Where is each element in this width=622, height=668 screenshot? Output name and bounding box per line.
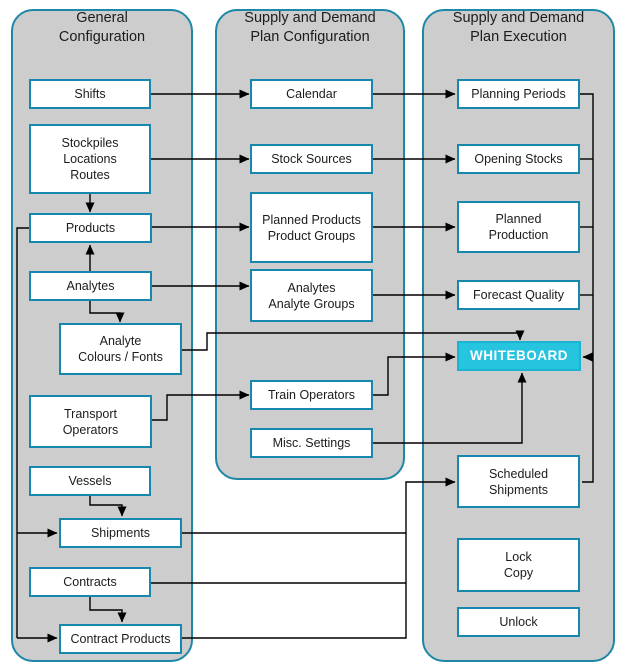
node-analytes: Analytes <box>29 271 152 301</box>
node-stock-sources: Stock Sources <box>250 144 373 174</box>
node-analytes-analyte-groups: Analytes Analyte Groups <box>250 269 373 322</box>
node-stockpiles-locations-routes: Stockpiles Locations Routes <box>29 124 151 194</box>
node-unlock: Unlock <box>457 607 580 637</box>
node-opening-stocks: Opening Stocks <box>457 144 580 174</box>
panel-title-plan-execution: Supply and Demand Plan Execution <box>452 10 585 46</box>
node-calendar: Calendar <box>250 79 373 109</box>
panel-title-plan-configuration: Supply and Demand Plan Configuration <box>244 10 376 46</box>
node-products: Products <box>29 213 152 243</box>
node-transport-operators: Transport Operators <box>29 395 152 448</box>
node-misc-settings: Misc. Settings <box>250 428 373 458</box>
node-planned-production: Planned Production <box>457 201 580 253</box>
node-scheduled-shipments: Scheduled Shipments <box>457 455 580 508</box>
node-shifts: Shifts <box>29 79 151 109</box>
node-vessels: Vessels <box>29 466 151 496</box>
panel-title-general-configuration: General Configuration <box>58 10 146 46</box>
node-contracts: Contracts <box>29 567 151 597</box>
node-lock-copy: Lock Copy <box>457 538 580 592</box>
node-shipments: Shipments <box>59 518 182 548</box>
node-planned-products-product-groups: Planned Products Product Groups <box>250 192 373 263</box>
node-forecast-quality: Forecast Quality <box>457 280 580 310</box>
node-train-operators: Train Operators <box>250 380 373 410</box>
edge-rail-scheduledshipments <box>182 477 456 639</box>
node-planning-periods: Planning Periods <box>457 79 580 109</box>
node-contract-products: Contract Products <box>59 624 182 654</box>
node-whiteboard: WHITEBOARD <box>457 341 581 371</box>
node-analyte-colours-fonts: Analyte Colours / Fonts <box>59 323 182 375</box>
